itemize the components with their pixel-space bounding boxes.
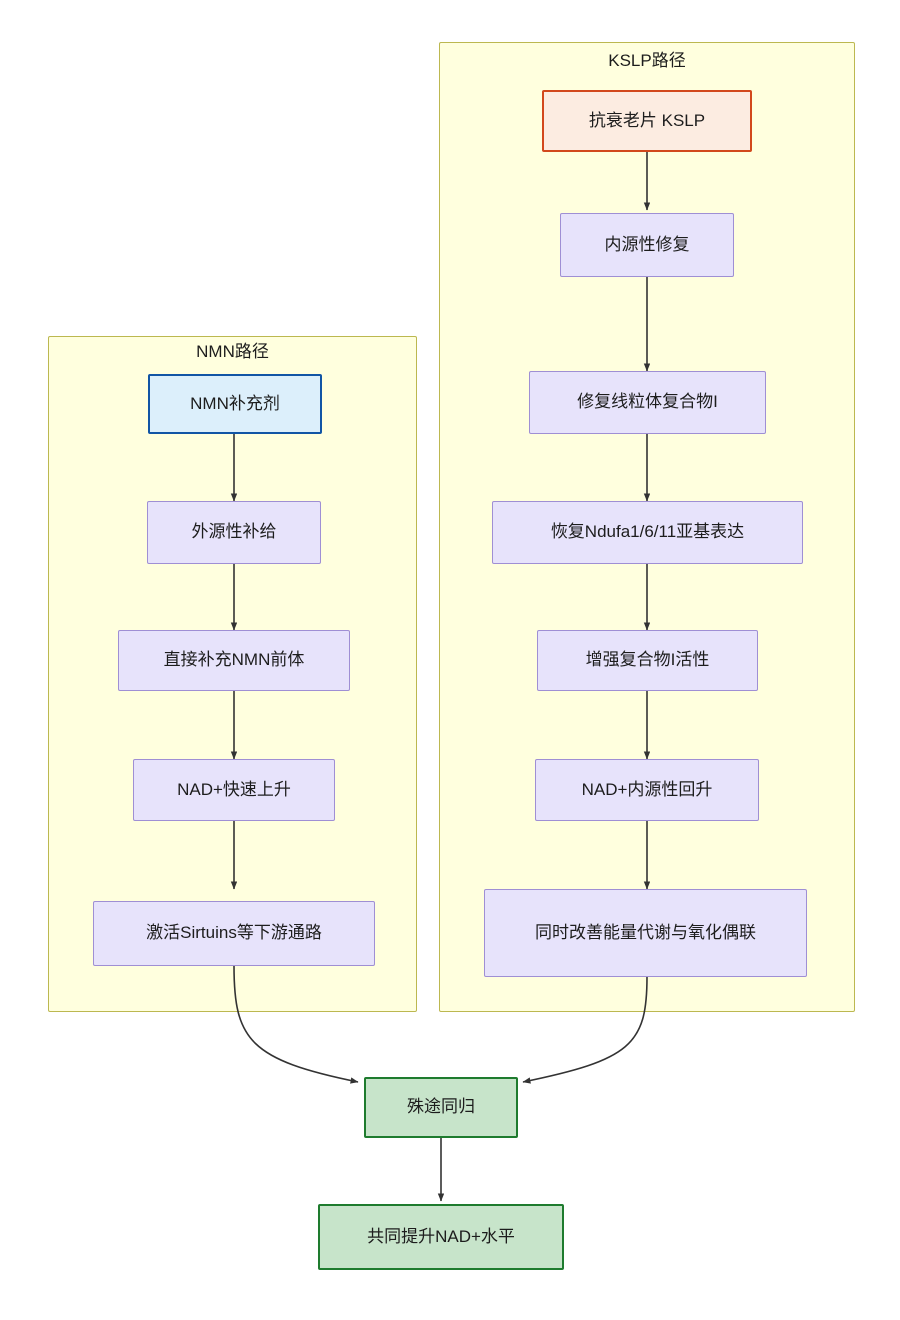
node-enhance-complex1[interactable]: 增强复合物I活性	[537, 630, 758, 691]
cluster-label-nmn: NMN路径	[196, 342, 269, 361]
node-raise-nad[interactable]: 共同提升NAD+水平	[318, 1204, 564, 1270]
node-nmn-supplement[interactable]: NMN补充剂	[148, 374, 322, 434]
node-repair-complex1[interactable]: 修复线粒体复合物I	[529, 371, 766, 434]
node-nad-fast-rise[interactable]: NAD+快速上升	[133, 759, 335, 821]
node-nad-endogenous-rise[interactable]: NAD+内源性回升	[535, 759, 759, 821]
node-activate-sirtuins[interactable]: 激活Sirtuins等下游通路	[93, 901, 375, 966]
node-endogenous-repair[interactable]: 内源性修复	[560, 213, 734, 277]
node-improve-metabolism[interactable]: 同时改善能量代谢与氧化偶联	[484, 889, 807, 977]
node-exogenous-supply[interactable]: 外源性补给	[147, 501, 321, 564]
cluster-label-kslp: KSLP路径	[608, 51, 686, 70]
node-direct-precursor[interactable]: 直接补充NMN前体	[118, 630, 350, 691]
node-restore-ndufa[interactable]: 恢复Ndufa1/6/11亚基表达	[492, 501, 803, 564]
node-converge[interactable]: 殊途同归	[364, 1077, 518, 1138]
node-kslp-tablet[interactable]: 抗衰老片 KSLP	[542, 90, 752, 152]
